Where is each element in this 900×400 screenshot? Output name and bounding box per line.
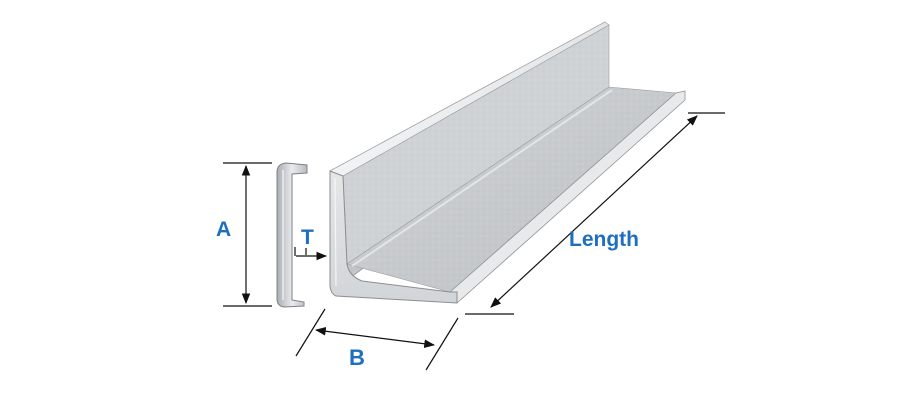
steel-angle: [329, 21, 686, 304]
dimension-t: T: [294, 226, 328, 261]
cross-section-profile: [276, 162, 308, 308]
dimension-label-b: B: [349, 345, 365, 370]
dimension-label-t: T: [301, 226, 314, 249]
dimension-label-length: Length: [569, 228, 639, 251]
dimension-b: B: [295, 308, 459, 371]
dimension-label-a: A: [216, 218, 231, 241]
dimension-a: A: [216, 162, 272, 307]
dimension-length: Length: [465, 112, 725, 315]
